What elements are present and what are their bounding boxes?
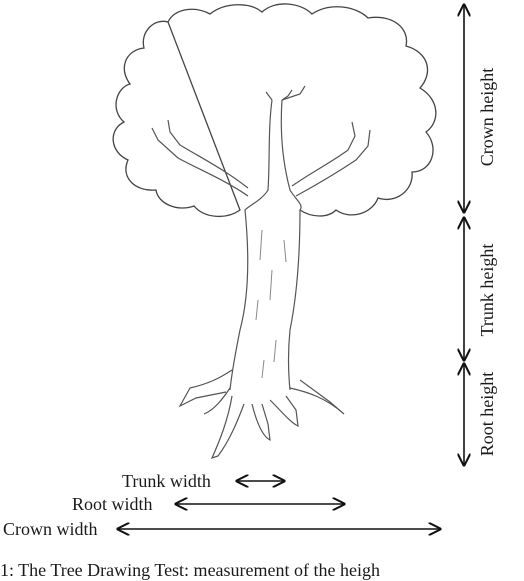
tree-branch-left [151,119,249,197]
root-width-label: Root width [72,494,153,514]
tree-top-branches [265,85,306,101]
tree-crown-outline [112,3,437,217]
root-height-label: Root height [477,371,497,457]
tree-branch-right [291,121,371,197]
figure-caption: 1: The Tree Drawing Test: measurement of… [0,560,380,580]
tree-bark-lines [255,229,287,379]
trunk-height-label: Trunk height [477,243,497,337]
crown-width-label: Crown width [3,519,98,539]
tree-trunk-right [280,99,302,391]
tree-trunk-left [229,99,273,391]
tree-roots [178,369,345,459]
trunk-width-label: Trunk width [122,471,211,491]
crown-height-label: Crown height [477,67,497,167]
